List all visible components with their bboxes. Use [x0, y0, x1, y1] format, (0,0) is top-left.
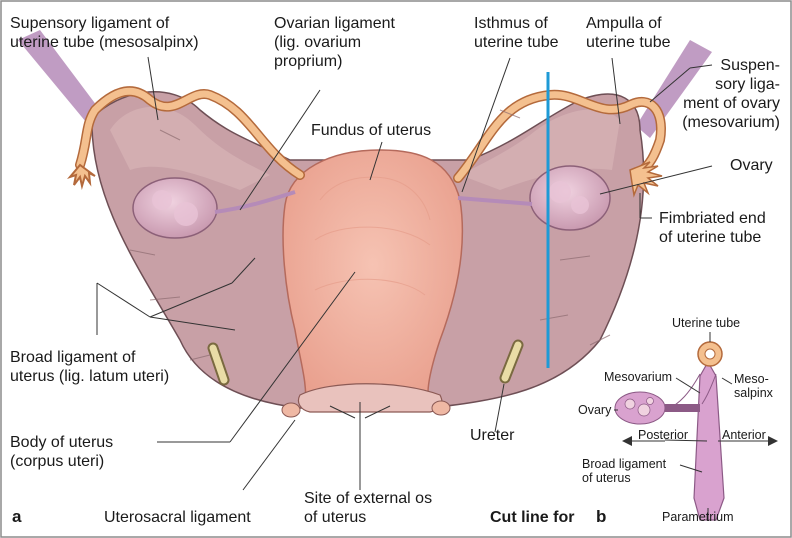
label-ampulla: Ampulla of uterine tube	[586, 14, 671, 52]
label-uterosacral-ligament: Uterosacral ligament	[104, 508, 251, 527]
label-isthmus: Isthmus of uterine tube	[474, 14, 559, 52]
label-broad-ligament: Broad ligament of uterus (lig. latum ute…	[10, 348, 169, 386]
left-fimbriae	[70, 165, 95, 186]
label-b-broad-ligament: Broad ligament of uterus	[582, 457, 666, 485]
label-b-ovary: Ovary	[578, 403, 611, 417]
label-suspensory-ligament-tube: Supensory ligament of uterine tube (meso…	[10, 14, 199, 52]
label-body-of-uterus: Body of uterus (corpus uteri)	[10, 433, 113, 471]
label-b-mesosalpinx: Meso- salpinx	[734, 372, 773, 400]
cross-section-b	[614, 332, 778, 520]
uterosacral-right	[432, 401, 450, 415]
label-fundus: Fundus of uterus	[311, 121, 431, 140]
label-suspensory-ligament-ovary: Suspen- sory liga- ment of ovary (mesova…	[664, 56, 780, 132]
panel-letter-b: b	[596, 507, 606, 527]
label-b-parametrium: Parametrium	[662, 510, 734, 524]
label-ovary: Ovary	[730, 156, 773, 175]
uterosacral-left	[282, 403, 300, 417]
label-b-anterior: Anterior	[722, 428, 766, 442]
right-ovary	[530, 166, 610, 230]
panel-letter-a: a	[12, 507, 21, 527]
label-cut-line: Cut line for	[490, 508, 574, 527]
label-b-mesovarium: Mesovarium	[604, 370, 672, 384]
left-ovary	[133, 178, 217, 238]
label-fimbriated-end: Fimbriated end of uterine tube	[659, 209, 766, 247]
label-ovarian-ligament: Ovarian ligament (lig. ovarium proprium)	[274, 14, 395, 71]
label-ureter: Ureter	[470, 426, 514, 445]
label-b-uterine-tube: Uterine tube	[672, 316, 740, 330]
label-b-posterior: Posterior	[638, 428, 688, 442]
label-external-os: Site of external os of uterus	[304, 489, 432, 527]
